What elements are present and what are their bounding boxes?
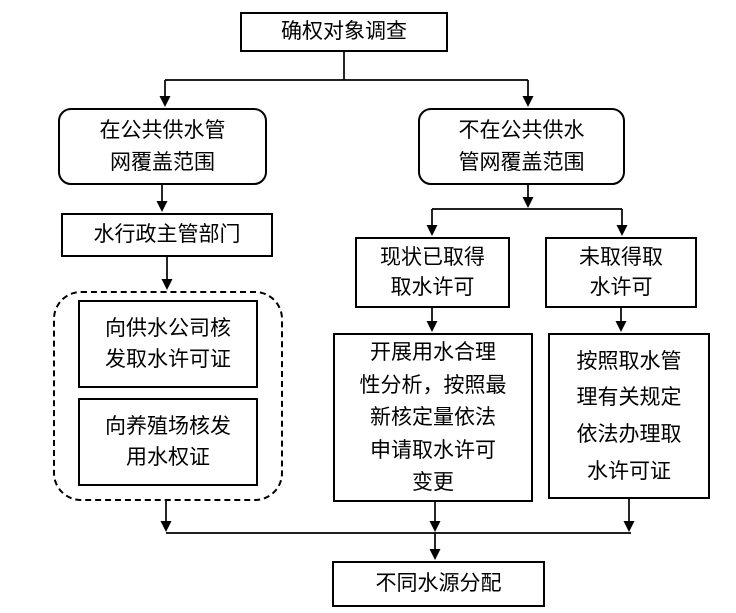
arrowhead-merge-left <box>160 521 172 532</box>
arrowhead-merge-mid <box>429 521 441 532</box>
flow-node-survey: 确权对象调查 <box>240 12 448 52</box>
flow-node-source-allocation: 不同水源分配 <box>332 561 545 607</box>
connector-lines <box>161 52 631 551</box>
arrowhead-covered <box>159 96 171 107</box>
arrowhead-admin <box>156 201 168 212</box>
arrowhead-not-covered <box>522 96 534 107</box>
arrowhead-analysis <box>426 321 438 332</box>
arrowheads <box>156 96 635 560</box>
arrowhead-merge-right <box>623 521 635 532</box>
flow-node-water-admin-department: 水行政主管部门 <box>61 213 273 257</box>
arrowhead-regulation <box>615 321 627 332</box>
dashed-group-container <box>53 291 283 501</box>
arrowhead-right-bar <box>522 197 534 208</box>
arrowhead-allocation <box>429 549 441 560</box>
flow-node-issue-water-permit: 向供水公司核 发取水许可证 <box>78 300 258 388</box>
flow-node-issue-water-right: 向养殖场核发 用水权证 <box>78 398 258 486</box>
flow-node-rationality-analysis: 开展用水合理 性分析，按照最 新核定量依法 申请取水许可 变更 <box>333 333 533 502</box>
arrowhead-group <box>161 279 173 290</box>
flow-node-permit-not-obtained: 未取得取 水许可 <box>545 237 697 308</box>
flow-node-covered-by-network: 在公共供水管 网覆盖范围 <box>58 108 267 185</box>
flow-node-apply-per-regulation: 按照取水管 理有关规定 依法办理取 水许可证 <box>548 333 710 499</box>
flow-node-permit-obtained: 现状已取得 取水许可 <box>355 237 510 308</box>
flow-node-not-covered-by-network: 不在公共供水 管网覆盖范围 <box>418 108 625 185</box>
arrowhead-not-obtained <box>616 225 628 236</box>
arrowhead-obtained <box>426 225 438 236</box>
